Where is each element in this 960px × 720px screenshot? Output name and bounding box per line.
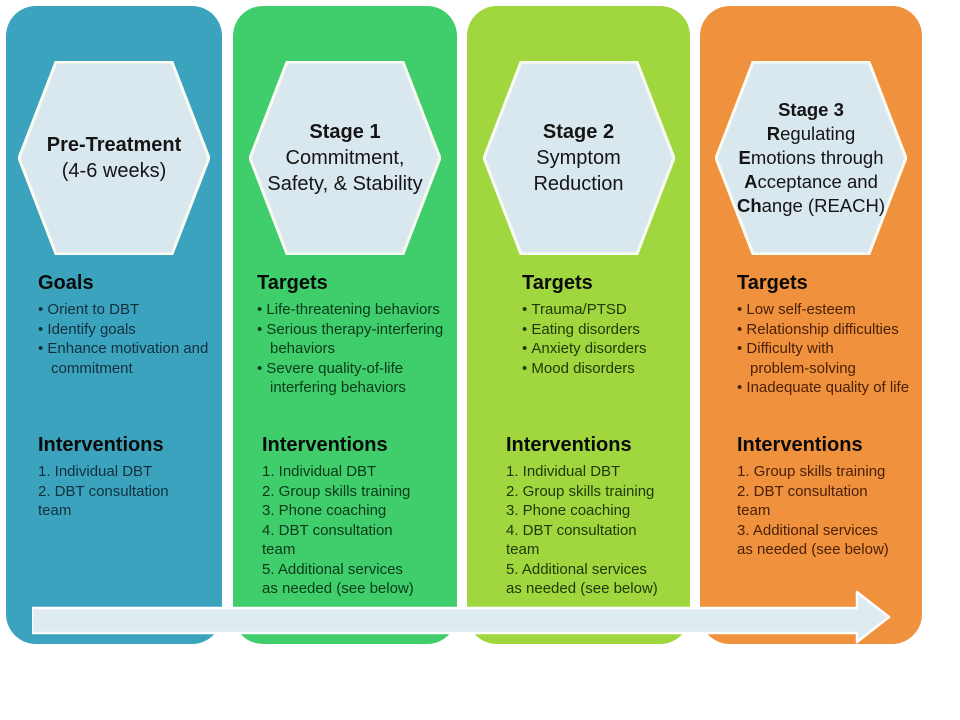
list-item: 3. Phone coaching	[262, 502, 387, 519]
list-item: Serious therapy-interfering behaviors	[257, 320, 449, 359]
list-item: Severe quality-of-life interfering behav…	[257, 359, 449, 398]
stage-subtitle: Symptom Reduction	[533, 147, 624, 195]
column-stage-3: Stage 3 Regulating Emotions through Accep…	[700, 6, 922, 644]
list-item: Mood disorders	[522, 359, 682, 379]
list-item: 5. Additional services as needed (see be…	[506, 560, 658, 598]
stage-hexagon: Stage 2 Symptom Reduction	[482, 61, 675, 255]
list-item: 3. Additional services as needed (see be…	[737, 521, 889, 559]
section-title: Interventions	[38, 434, 164, 456]
section-title: Interventions	[262, 434, 388, 456]
section-title: Targets	[737, 272, 808, 294]
list-item: 3. Phone coaching	[506, 502, 631, 519]
section-interventions: Interventions 1. Group skills training 2. …	[737, 432, 914, 560]
section-title: Targets	[522, 272, 593, 294]
section-goals: GoalsOrient to DBTIdentify goalsEnhance …	[38, 270, 214, 378]
list-item: 4. DBT consultation team	[506, 521, 637, 559]
stage-hexagon: Stage 1 Commitment, Safety, & Stability	[249, 61, 441, 255]
list-item: 1. Individual DBT	[38, 463, 153, 480]
list-item: 1. Group skills training	[737, 463, 886, 480]
column-stage-2: Stage 2 Symptom ReductionTargetsTrauma/PT…	[467, 6, 690, 644]
list-item: Orient to DBT	[38, 300, 214, 320]
stage-subtitle: Commitment, Safety, & Stability	[267, 147, 423, 195]
list-item: Difficulty with problem-solving	[737, 339, 914, 378]
section-title: Goals	[38, 272, 94, 294]
list-item: Trauma/PTSD	[522, 300, 682, 320]
stage-title: Stage 3	[778, 99, 844, 120]
section-title: Interventions	[737, 434, 863, 456]
list-item: 5. Additional services as needed (see be…	[262, 560, 414, 598]
list-item: 1. Individual DBT	[262, 463, 377, 480]
section-targets: TargetsTrauma/PTSDEating disordersAnxiet…	[522, 270, 682, 378]
section-interventions: Interventions 1. Individual DBT 2. Group s…	[506, 432, 682, 599]
timeline-arrow	[30, 590, 892, 646]
section-interventions: Interventions 1. Individual DBT 2. Group s…	[262, 432, 449, 599]
stage-hexagon: Pre-Treatment (4-6 weeks)	[18, 61, 210, 255]
list-item: 2. DBT consultation team	[737, 482, 868, 520]
list-item: Enhance motivation and commitment	[38, 339, 214, 378]
stage-hexagon: Stage 3 Regulating Emotions through Accep…	[715, 61, 907, 255]
list-item: Anxiety disorders	[522, 339, 682, 359]
stage-subtitle: Regulating Emotions through Acceptance a…	[736, 123, 886, 216]
stage-title: Stage 1	[309, 121, 381, 143]
section-targets: TargetsLife-threatening behaviorsSerious…	[257, 270, 449, 398]
stage-title: Stage 2	[542, 121, 615, 143]
column-pre-treatment: Pre-Treatment (4-6 weeks) GoalsOrient to D…	[6, 6, 222, 644]
section-targets: TargetsLow self-esteemRelationship diffi…	[737, 270, 914, 398]
list-item: 2. DBT consultation team	[38, 482, 169, 520]
list-item: Life-threatening behaviors	[257, 300, 449, 320]
list-item: 1. Individual DBT	[506, 463, 621, 480]
list-item: 2. Group skills training	[506, 482, 655, 500]
list-item: Inadequate quality of life	[737, 378, 914, 398]
right-arrow-icon	[30, 590, 891, 644]
list-item: Low self-esteem	[737, 300, 914, 320]
section-title: Targets	[257, 272, 328, 294]
list-item: 4. DBT consultation team	[262, 521, 393, 559]
list-item: Eating disorders	[522, 320, 682, 340]
list-item: 2. Group skills training	[262, 482, 411, 500]
list-item: Relationship difficulties	[737, 320, 914, 340]
section-title: Interventions	[506, 434, 632, 456]
stage-subtitle: (4-6 weeks)	[61, 160, 167, 182]
section-interventions: Interventions 1. Individual DBT 2. DBT con…	[38, 432, 214, 521]
list-item: Identify goals	[38, 320, 214, 340]
stage-title: Pre-Treatment	[46, 134, 182, 156]
